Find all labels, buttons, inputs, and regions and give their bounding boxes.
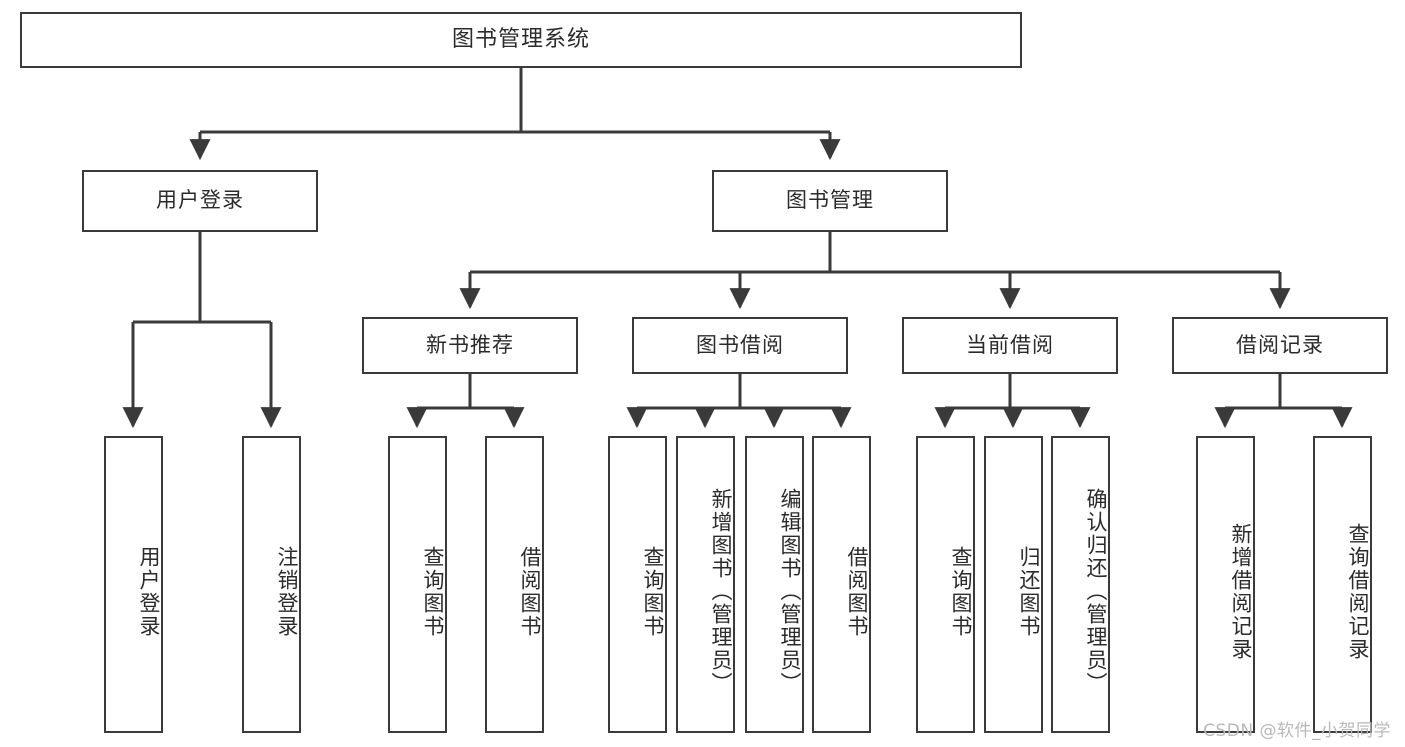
node-book-borrow[interactable]: 图书借阅: [632, 317, 848, 374]
leaf-current-return-book[interactable]: 归还图书: [984, 436, 1043, 733]
node-label: 查询图书: [949, 545, 973, 638]
leaf-new-book-borrow[interactable]: 借阅图书: [485, 436, 544, 733]
node-label: 查询图书: [641, 545, 665, 638]
node-root-book-management-system[interactable]: 图书管理系统: [20, 12, 1022, 68]
node-label: 当前借阅: [966, 332, 1054, 357]
leaf-new-book-query[interactable]: 查询图书: [388, 436, 447, 733]
node-label: 注销登录: [275, 545, 299, 638]
node-label: 归还图书: [1017, 545, 1041, 638]
node-label: 查询图书: [421, 545, 445, 638]
node-label: 借阅图书: [518, 545, 542, 638]
node-label: 新增图书（管理员）: [709, 488, 733, 695]
node-label: 图书管理: [786, 188, 874, 213]
node-label: 图书借阅: [696, 332, 784, 357]
leaf-user-login-login[interactable]: 用户登录: [104, 436, 163, 733]
leaf-current-confirm-return-admin[interactable]: 确认归还（管理员）: [1051, 436, 1110, 733]
node-label: 用户登录: [137, 545, 161, 638]
leaf-borrow-add-book-admin[interactable]: 新增图书（管理员）: [676, 436, 735, 733]
node-new-book-recommend[interactable]: 新书推荐: [362, 317, 578, 374]
node-label: 借阅图书: [845, 545, 869, 638]
leaf-records-add-record[interactable]: 新增借阅记录: [1196, 436, 1255, 733]
watermark: CSDN @软件_小贺同学: [1203, 721, 1391, 741]
node-label: 确认归还（管理员）: [1084, 488, 1108, 695]
node-borrow-records[interactable]: 借阅记录: [1172, 317, 1388, 374]
node-label: 查询借阅记录: [1346, 522, 1370, 661]
leaf-borrow-query-book[interactable]: 查询图书: [608, 436, 667, 733]
node-label: 借阅记录: [1236, 332, 1324, 357]
node-label: 编辑图书（管理员）: [778, 488, 802, 695]
node-label: 新增借阅记录: [1229, 522, 1253, 661]
leaf-borrow-edit-book-admin[interactable]: 编辑图书（管理员）: [745, 436, 804, 733]
leaf-records-query-record[interactable]: 查询借阅记录: [1313, 436, 1372, 733]
node-label: 用户登录: [156, 188, 244, 213]
leaf-borrow-borrow-book[interactable]: 借阅图书: [812, 436, 871, 733]
node-user-login[interactable]: 用户登录: [82, 170, 318, 232]
node-label: 新书推荐: [426, 332, 514, 357]
leaf-user-login-logout[interactable]: 注销登录: [242, 436, 301, 733]
node-book-management[interactable]: 图书管理: [712, 170, 948, 232]
leaf-current-query-book[interactable]: 查询图书: [916, 436, 975, 733]
node-label: 图书管理系统: [451, 26, 590, 52]
node-current-borrow[interactable]: 当前借阅: [902, 317, 1118, 374]
